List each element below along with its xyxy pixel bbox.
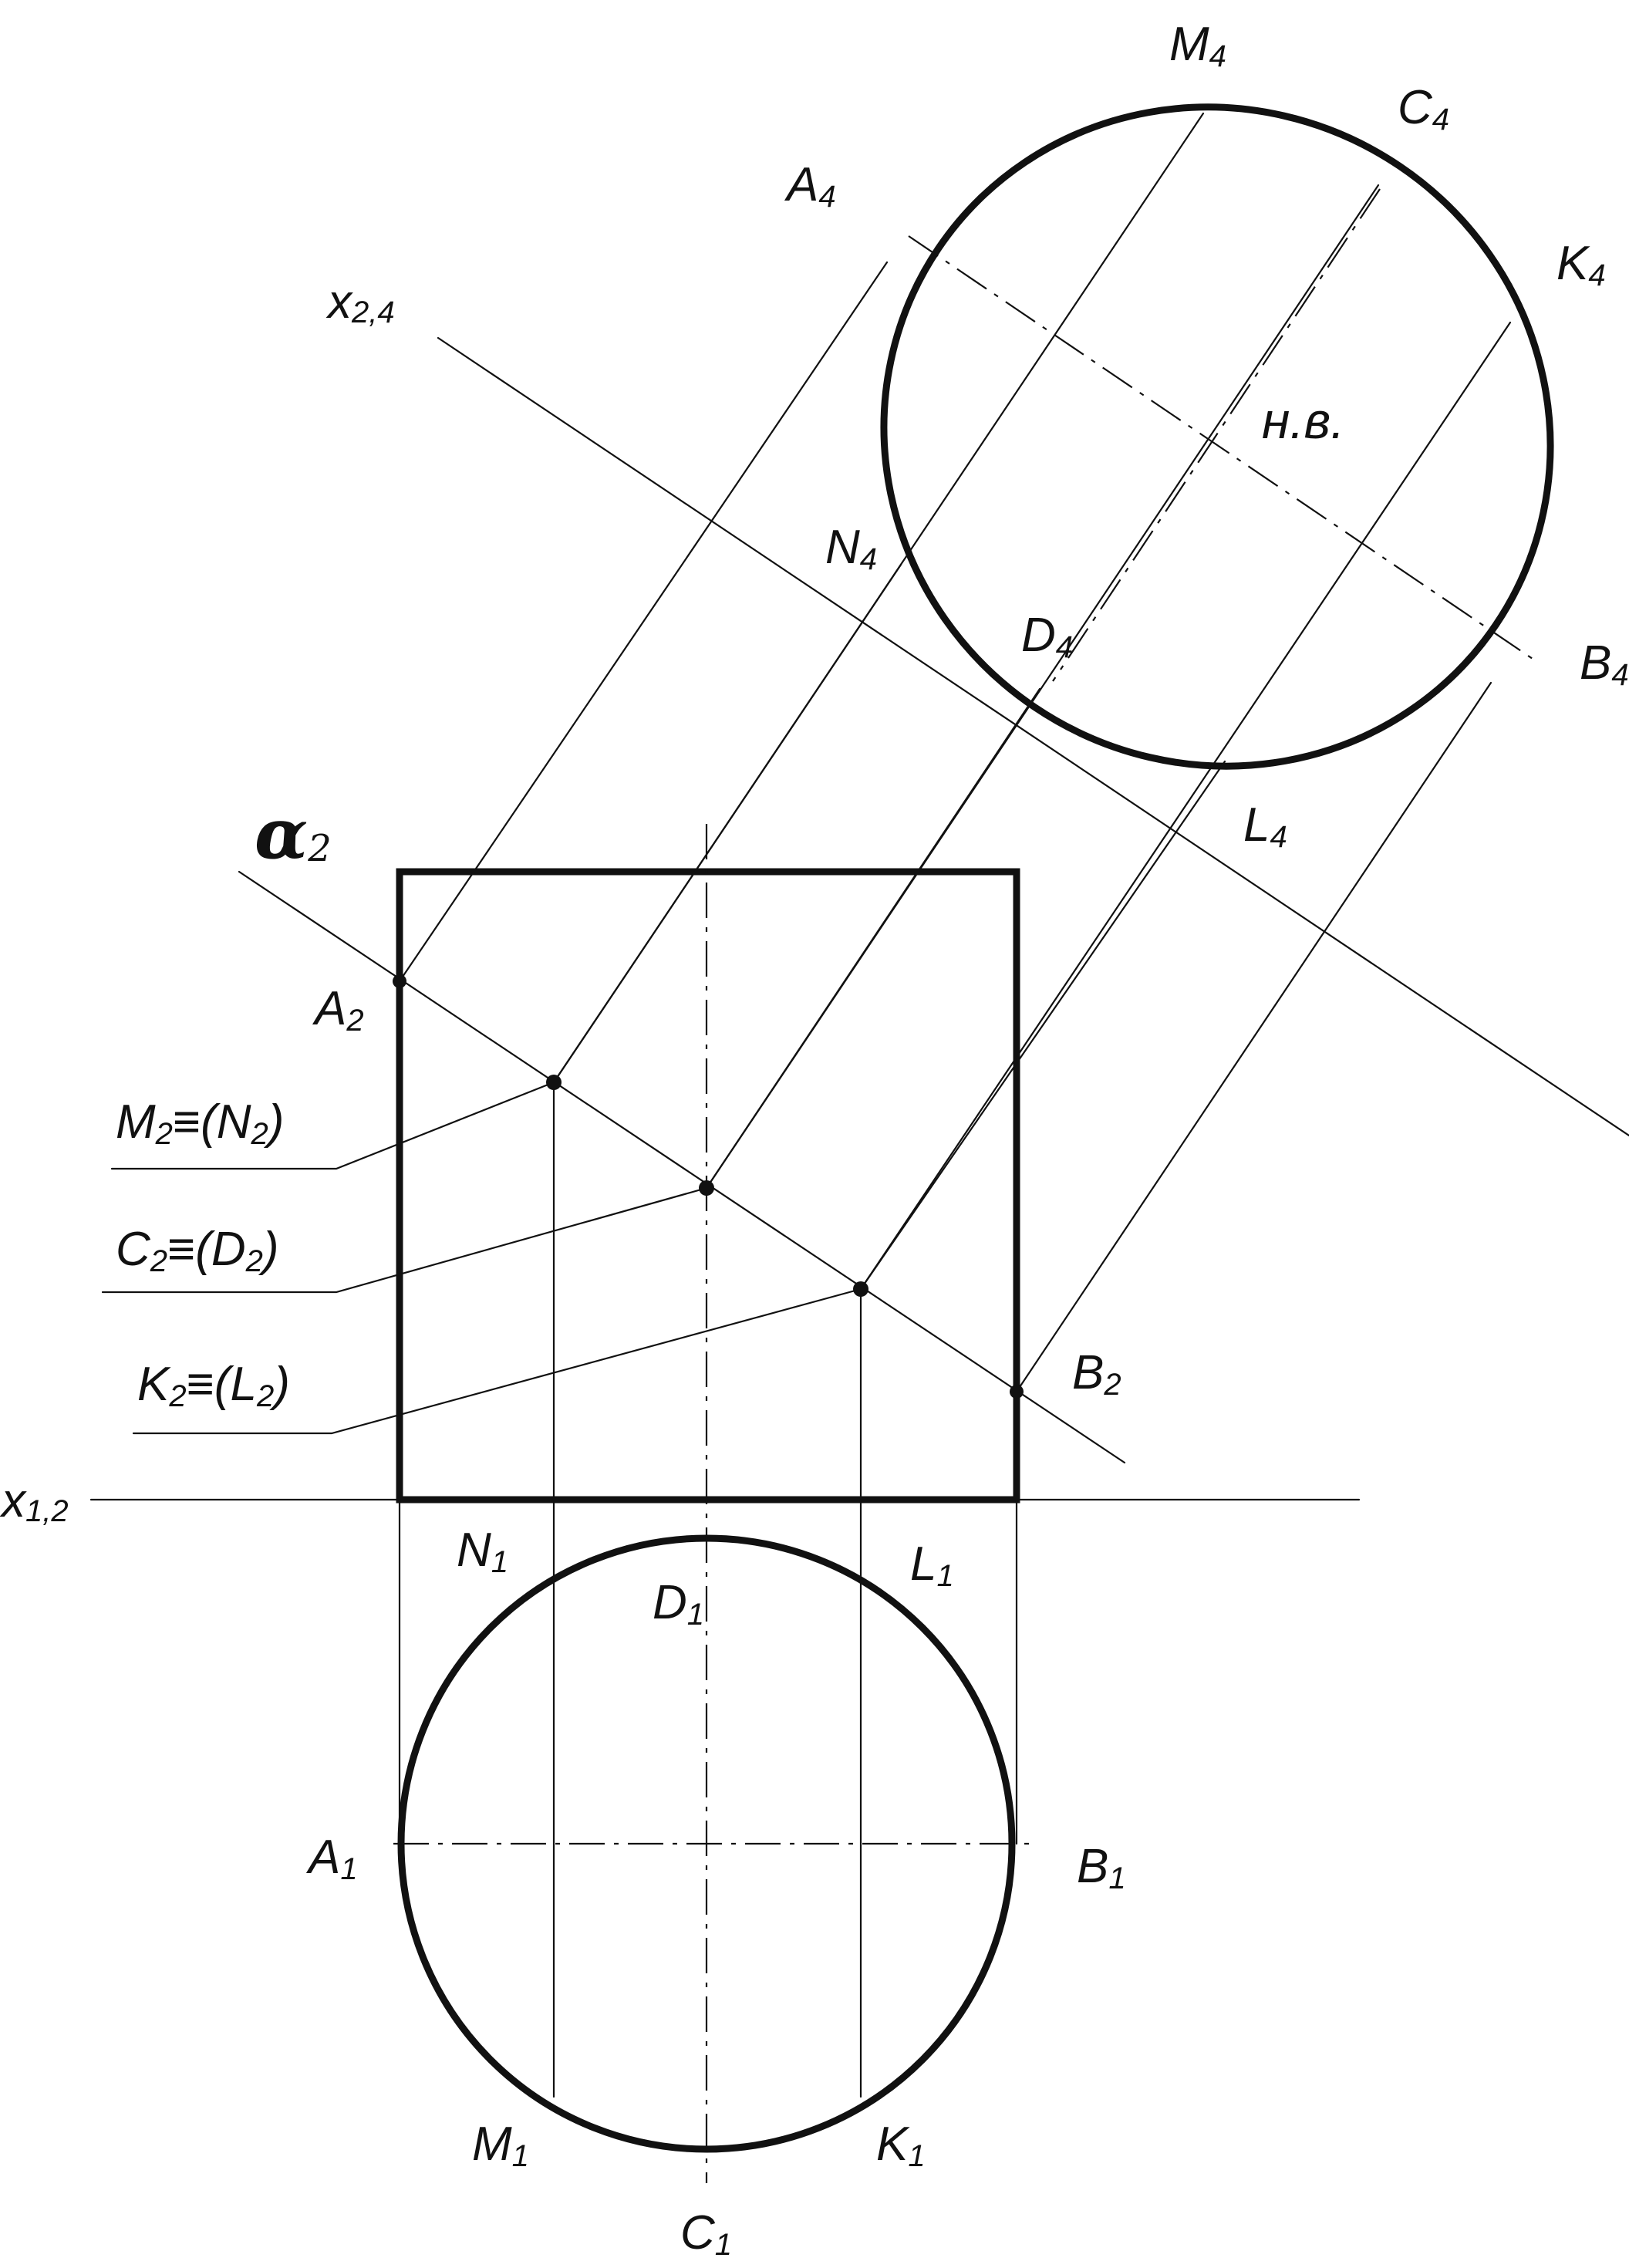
leader-mn2 <box>110 1081 555 1170</box>
projector-a <box>398 261 889 983</box>
projector-d <box>705 687 1041 1190</box>
point-k2 <box>853 1281 868 1297</box>
projector-l <box>859 760 1226 1291</box>
label-C4: C4 <box>1398 81 1449 137</box>
label-alpha2: α2 <box>255 793 332 875</box>
label-K1: K1 <box>876 2118 926 2173</box>
label-true-size: н.в. <box>1262 392 1344 449</box>
label-L4: L4 <box>1243 798 1287 854</box>
cutting-plane-alpha2 <box>238 870 1126 1464</box>
label-B1: B1 <box>1077 1840 1126 1895</box>
label-L1: L1 <box>910 1537 954 1593</box>
ellipse-minor-axis <box>1052 188 1381 682</box>
point-m2 <box>546 1075 562 1090</box>
projector-b <box>1015 681 1492 1393</box>
label-x24: x2,4 <box>325 275 395 329</box>
label-x12: x1,2 <box>0 1474 69 1528</box>
leader-cd2 <box>101 1186 708 1294</box>
axis-x24 <box>437 336 1629 1137</box>
label-N1: N1 <box>457 1524 508 1579</box>
cylinder-front-view <box>396 868 1020 1504</box>
point-a2 <box>393 974 406 988</box>
label-C1: C1 <box>680 2206 732 2262</box>
point-c2 <box>699 1180 714 1196</box>
label-B2: B2 <box>1072 1346 1121 1402</box>
ellipse-major-axis <box>908 235 1536 661</box>
projector-k <box>859 321 1512 1291</box>
true-size-ellipse <box>880 103 1554 770</box>
label-A2: A2 <box>312 982 364 1038</box>
label-A1: A1 <box>305 1831 358 1886</box>
point-b2 <box>1010 1385 1024 1399</box>
label-D4: D4 <box>1021 609 1073 664</box>
label-B4: B4 <box>1580 636 1629 692</box>
label-MN2: M2≡(N2) <box>116 1095 284 1151</box>
label-KL2: K2≡(L2) <box>137 1358 290 1413</box>
label-M1: M1 <box>472 2118 529 2173</box>
label-K4: K4 <box>1556 237 1606 292</box>
label-A4: A4 <box>784 158 836 214</box>
label-N4: N4 <box>825 521 877 576</box>
projector-n <box>552 563 902 1084</box>
label-M4: M4 <box>1169 18 1226 73</box>
label-CD2: C2≡(D2) <box>116 1223 279 1278</box>
leader-kl2 <box>132 1288 862 1435</box>
label-D1: D1 <box>653 1576 704 1632</box>
